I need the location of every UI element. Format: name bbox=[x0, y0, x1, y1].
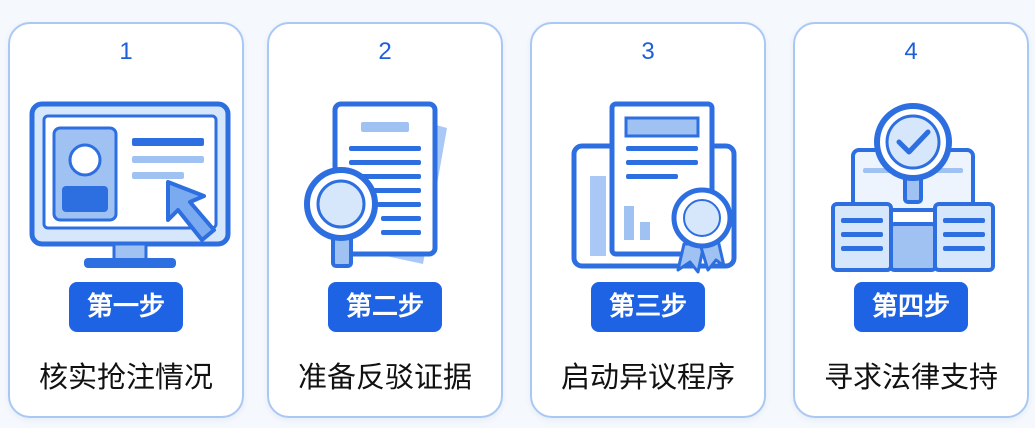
step-badge: 第一步 bbox=[68, 282, 184, 332]
step-badge: 第四步 bbox=[853, 282, 969, 332]
step-number: 2 bbox=[378, 38, 392, 65]
step-card-4: 4 第四步 寻求法律支持 bbox=[793, 22, 1029, 418]
computer-monitor-with-id-card-and-cursor-icon bbox=[29, 101, 231, 268]
step-number: 4 bbox=[904, 38, 918, 65]
documents-with-magnifier-icon bbox=[304, 101, 447, 268]
certificate-with-seal-and-chart-icon bbox=[571, 101, 737, 274]
step-caption: 启动异议程序 bbox=[560, 360, 735, 394]
step-card-3: 3 第三步 启动异议程序 bbox=[530, 22, 766, 418]
step-card-2: 2 第二步 准备反驳证据 bbox=[267, 22, 503, 418]
step-number: 1 bbox=[119, 38, 133, 65]
step-card-1: 1 第一步 核实抢注情况 bbox=[8, 22, 244, 418]
step-caption: 核实抢注情况 bbox=[38, 360, 213, 394]
step-badge: 第三步 bbox=[590, 282, 706, 332]
step-number: 3 bbox=[641, 38, 655, 65]
step-caption: 寻求法律支持 bbox=[823, 360, 998, 394]
magnifier-checkmark-over-documents-icon bbox=[831, 103, 995, 272]
step-badge: 第二步 bbox=[327, 282, 443, 332]
step-caption: 准备反驳证据 bbox=[297, 360, 472, 394]
